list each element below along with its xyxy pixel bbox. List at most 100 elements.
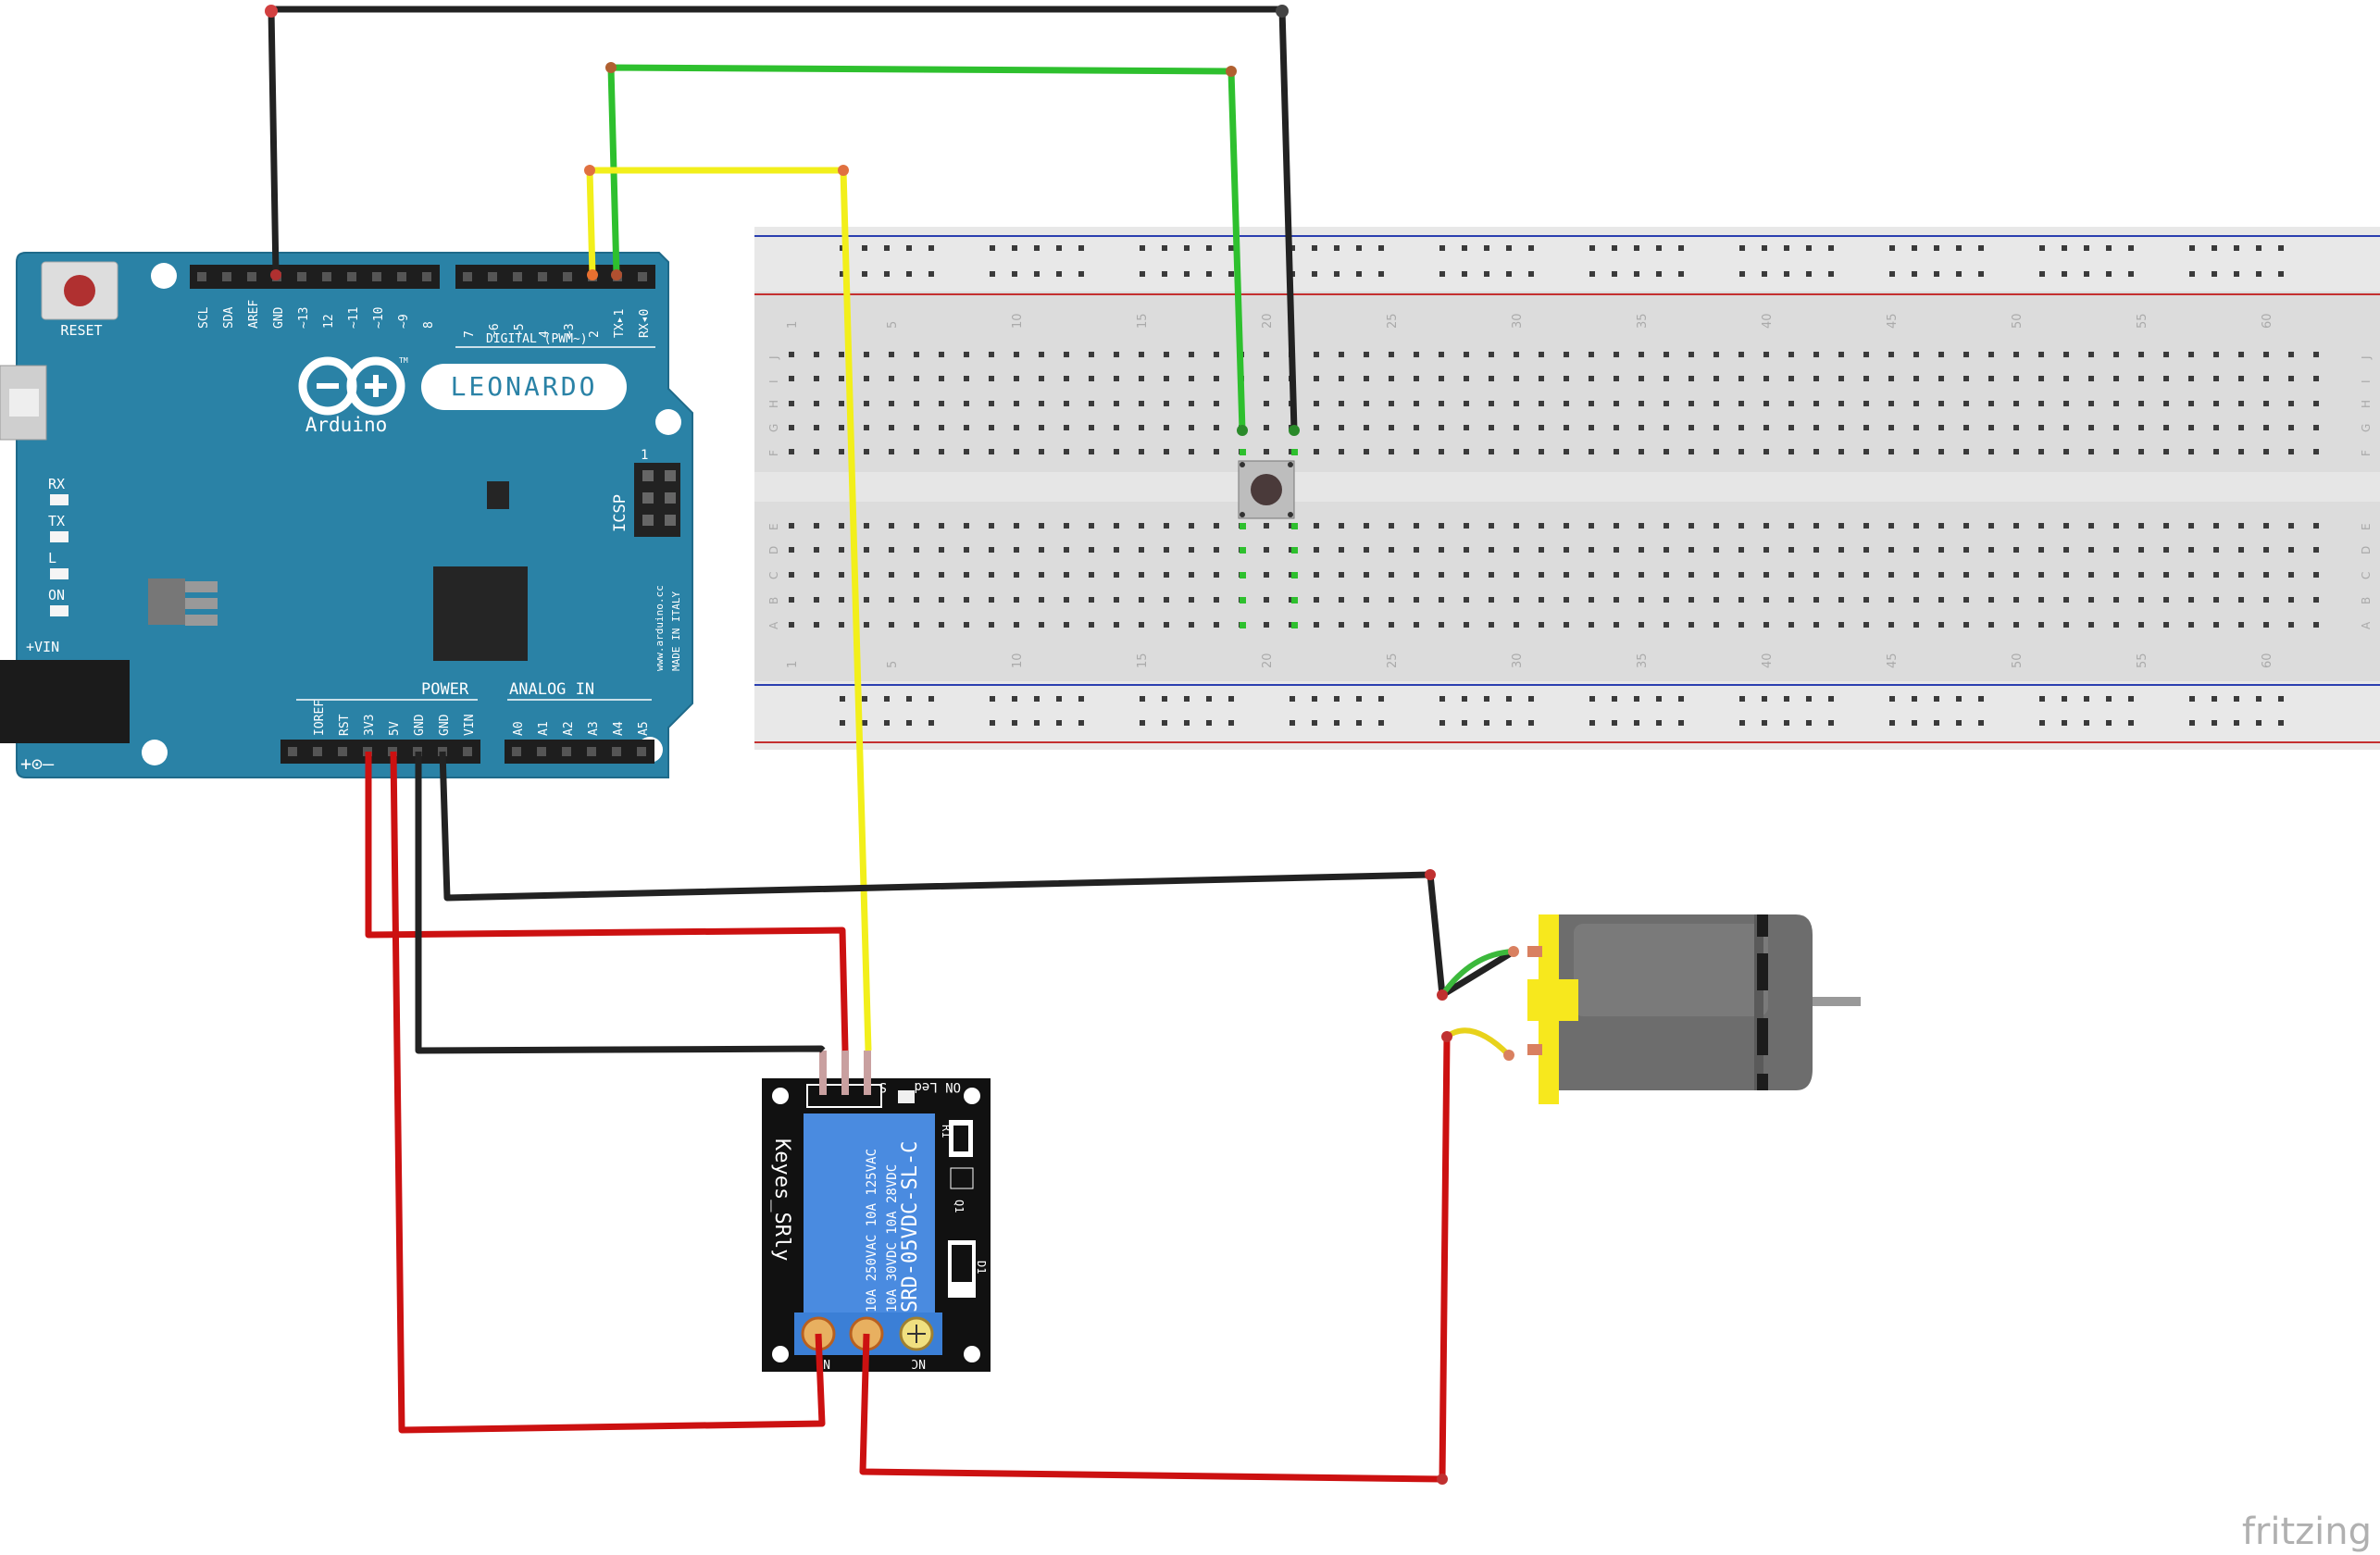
- breadboard-hole: [2213, 547, 2219, 553]
- breadboard-hole: [2263, 572, 2269, 578]
- rail-hole: [1612, 245, 1617, 251]
- relay-pin: [841, 1051, 849, 1095]
- breadboard-hole: [1139, 547, 1144, 553]
- breadboard-hole: [1314, 572, 1319, 578]
- breadboard-hole: [1589, 523, 1594, 529]
- relay-model-label: SRD-05VDC-SL-C: [899, 1141, 922, 1312]
- breadboard-hole: [2188, 523, 2194, 529]
- breadboard-hole: [1064, 401, 1069, 406]
- breadboard-hole: [989, 523, 994, 529]
- rail-hole: [990, 245, 995, 251]
- breadboard-hole: [1589, 352, 1594, 357]
- breadboard-hole: [1514, 352, 1519, 357]
- breadboard-hole: [1788, 376, 1794, 381]
- breadboard-hole: [2113, 352, 2119, 357]
- breadboard-hole: [2238, 401, 2244, 406]
- breadboard-hole: [1763, 523, 1769, 529]
- rail-hole: [1506, 696, 1512, 702]
- breadboard-hole: [1988, 449, 1994, 454]
- regulator-pin: [185, 581, 218, 592]
- rail-hole: [1806, 245, 1812, 251]
- rail-hole: [2062, 271, 2067, 277]
- breadboard-hole: [1664, 622, 1669, 628]
- breadboard-hole: [1314, 376, 1319, 381]
- breadboard-hole: [2063, 401, 2069, 406]
- breadboard-hole: [1089, 425, 1094, 430]
- breadboard-hole: [1464, 547, 1469, 553]
- breadboard-hole: [789, 622, 794, 628]
- breadboard-hole: [1788, 425, 1794, 430]
- motor-vent: [1757, 953, 1768, 990]
- icsp-pin: [642, 470, 654, 481]
- rail-hole: [1462, 720, 1467, 726]
- breadboard-hole: [1589, 597, 1594, 603]
- column-label: 25: [1386, 313, 1400, 329]
- column-label: 45: [1886, 653, 1900, 668]
- breadboard-hole: [1888, 401, 1894, 406]
- breadboard-hole: [1639, 449, 1644, 454]
- breadboard-hole: [1863, 352, 1869, 357]
- rail-hole: [2278, 720, 2284, 726]
- breadboard-hole: [1414, 572, 1419, 578]
- breadboard-hole: [1988, 597, 1994, 603]
- breadboard-hole: [1838, 597, 1844, 603]
- relay-name-label: Keyes_SRly: [770, 1138, 793, 1261]
- breadboard-hole: [1614, 376, 1619, 381]
- breadboard-hole: [2013, 449, 2019, 454]
- breadboard-hole: [1464, 401, 1469, 406]
- row-label: F: [767, 450, 780, 456]
- breadboard-hole: [2163, 572, 2169, 578]
- push-button-leg: [1288, 462, 1293, 467]
- rail-hole: [1784, 245, 1789, 251]
- motor-lead-yellow: [1445, 1027, 1512, 1058]
- status-led: [50, 605, 69, 616]
- microcontroller-chip: [433, 566, 528, 661]
- breadboard-hole: [1888, 425, 1894, 430]
- breadboard-hole: [839, 622, 844, 628]
- breadboard-hole: [1389, 597, 1394, 603]
- rail-hole: [1506, 271, 1512, 277]
- breadboard-hole: [1639, 547, 1644, 553]
- breadboard-hole: [1114, 425, 1119, 430]
- breadboard-hole: [2188, 401, 2194, 406]
- breadboard-hole: [1639, 401, 1644, 406]
- column-label: 55: [2136, 313, 2149, 329]
- breadboard-hole: [864, 449, 869, 454]
- breadboard-hole: [2013, 352, 2019, 357]
- breadboard-hole: [889, 449, 894, 454]
- pin-label: ~6: [488, 323, 502, 338]
- rail-hole: [1506, 245, 1512, 251]
- breadboard-hole: [1788, 547, 1794, 553]
- breadboard-hole: [914, 622, 919, 628]
- breadboard-hole: [1114, 622, 1119, 628]
- wire-end: [1237, 425, 1248, 436]
- header-pin: [463, 747, 472, 756]
- breadboard-hole: [939, 425, 944, 430]
- breadboard-hole: [1713, 449, 1719, 454]
- rail-hole: [1078, 696, 1084, 702]
- breadboard-hole: [2138, 547, 2144, 553]
- rail-hole: [1612, 720, 1617, 726]
- rail-hole: [2234, 245, 2239, 251]
- breadboard-hole: [1639, 597, 1644, 603]
- breadboard-hole: [1214, 401, 1219, 406]
- wire-bend: [1276, 5, 1289, 18]
- breadboard-hole: [1813, 622, 1819, 628]
- breadboard-hole: [2263, 425, 2269, 430]
- breadboard-hole: [1264, 622, 1269, 628]
- breadboard-hole: [1114, 572, 1119, 578]
- breadboard-hole: [2238, 449, 2244, 454]
- breadboard-hole: [1264, 352, 1269, 357]
- column-label: 20: [1261, 313, 1275, 329]
- rail-hole: [1439, 696, 1445, 702]
- breadboard-hole: [989, 425, 994, 430]
- breadboard-hole: [1963, 597, 1969, 603]
- mount-hole: [964, 1346, 980, 1362]
- row-label: B: [2360, 597, 2373, 604]
- rail-hole: [1206, 696, 1212, 702]
- breadboard-hole: [1389, 622, 1394, 628]
- rail-hole: [1034, 720, 1040, 726]
- rail-hole: [1484, 696, 1489, 702]
- breadboard-hole: [1314, 622, 1319, 628]
